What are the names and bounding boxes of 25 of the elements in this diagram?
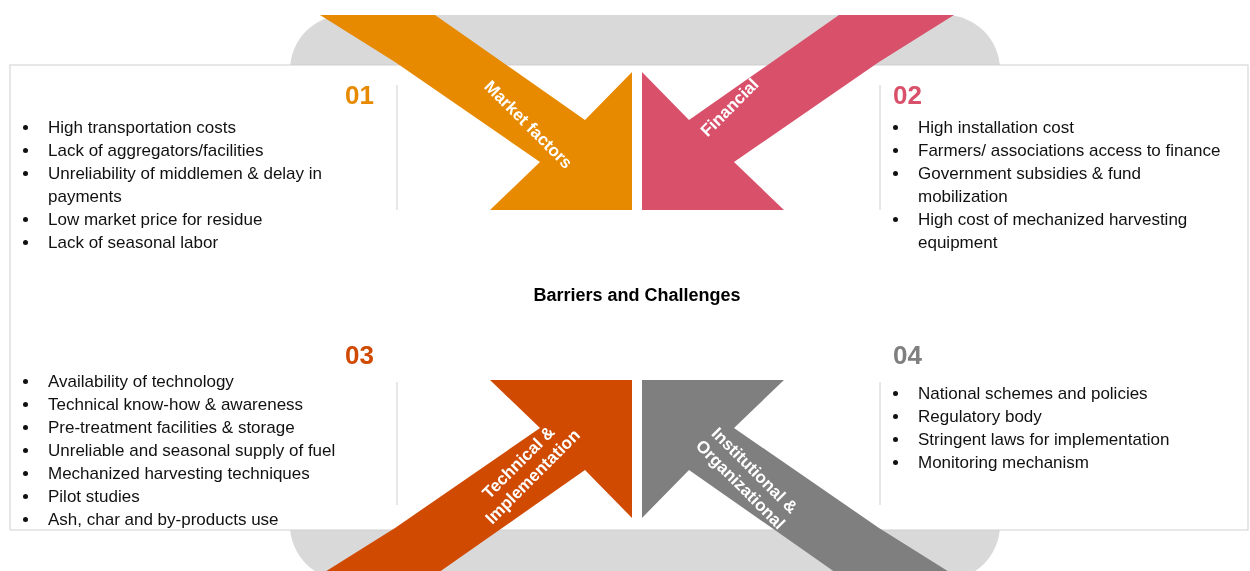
section-number: 02 [893, 80, 922, 111]
center-title: Barriers and Challenges [533, 284, 741, 306]
bullet-text: Farmers/ associations access to finance [918, 141, 1221, 160]
bullet-text: High cost of mechanized harvesting equipment [918, 210, 1188, 252]
bullet-text: Ash, char and by-products use [48, 510, 279, 529]
bullet-text: Mechanized harvesting techniques [48, 464, 310, 483]
bullet-text: Pilot studies [48, 487, 140, 506]
bullet-text: Unreliability of middlemen & delay in payments [48, 164, 323, 206]
bullet-text: Lack of seasonal labor [48, 233, 219, 252]
bullet-text: Availability of technology [48, 372, 234, 391]
bullet-text: National schemes and policies [918, 384, 1148, 403]
section-number: 03 [345, 340, 374, 371]
bullet-text: Low market price for residue [48, 210, 263, 229]
bullet-text: High transportation costs [48, 118, 237, 137]
section-number: 01 [345, 80, 374, 111]
section-number: 04 [893, 340, 922, 371]
bullet-text: Pre-treatment facilities & storage [48, 418, 295, 437]
bullet-text: Unreliable and seasonal supply of fuel [48, 441, 336, 460]
bullet-text: Monitoring mechanism [918, 453, 1089, 472]
bullet-text: Government subsidies & fund mobilization [918, 164, 1141, 206]
bullet-text: Technical know-how & awareness [48, 395, 304, 414]
bullet-text: Regulatory body [918, 407, 1042, 426]
bullet-text: Lack of aggregators/facilities [48, 141, 264, 160]
bullet-text: High installation cost [918, 118, 1074, 137]
bullet-text: Stringent laws for implementation [918, 430, 1170, 449]
